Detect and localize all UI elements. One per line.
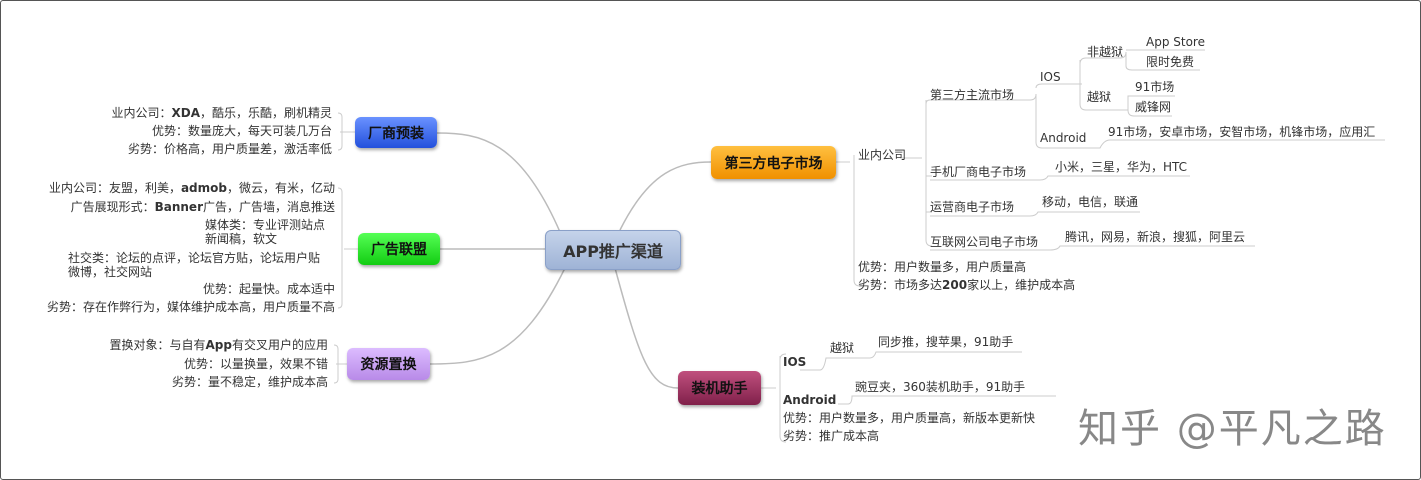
installer-pro: 优势：用户数量多，用户质量高，新版本更新快 <box>783 411 1036 425</box>
market-oem-list: 小米，三星，华为，HTC <box>1055 160 1188 174</box>
watermark: 知乎 @平凡之路 <box>1078 406 1387 452</box>
swap-item: 优势：以量换量，效果不错 <box>183 357 328 371</box>
branch-third-party-market[interactable]: 第三方电子市场 <box>711 146 836 179</box>
installer-ios: IOS <box>783 355 807 369</box>
branch-installer[interactable]: 装机助手 <box>678 371 761 405</box>
oem-item: 劣势：价格高，用户质量差，激活率低 <box>127 142 332 156</box>
market-con: 劣势：市场多达200家以上，维护成本高 <box>858 278 1076 292</box>
market-android-list: 91市场，安卓市场，安智市场，机锋市场，应用汇 <box>1108 125 1376 139</box>
adnet-item: 社交类：论坛的点评，论坛官方贴，论坛用户贴 <box>68 251 321 265</box>
market-company: 业内公司 <box>858 148 907 162</box>
installer-android: Android <box>783 393 837 407</box>
branch-ad-network[interactable]: 广告联盟 <box>358 233 440 265</box>
adnet-item: 优势：起量快。成本适中 <box>202 282 335 296</box>
market-pro: 优势：用户数量多，用户质量高 <box>858 260 1027 274</box>
branch-oem-preinstall[interactable]: 厂商预装 <box>355 117 437 148</box>
swap-item: 置换对象：与自有App有交叉用户的应用 <box>109 338 329 352</box>
market-free: 限时免费 <box>1146 55 1195 69</box>
installer-con: 劣势：推广成本高 <box>783 429 880 443</box>
market-weifeng: 威锋网 <box>1135 100 1172 114</box>
central-topic[interactable]: APP推广渠道 <box>545 230 681 270</box>
adnet-item: 微博，社交网站 <box>68 265 153 279</box>
adnet-item: 新闻稿，软文 <box>205 232 278 246</box>
market-ios: IOS <box>1040 70 1061 84</box>
market-internet: 互联网公司电子市场 <box>930 235 1039 249</box>
market-nonjb: 非越狱 <box>1087 45 1124 59</box>
market-internet-list: 腾讯，网易，新浪，搜狐，阿里云 <box>1065 230 1246 244</box>
installer-jb-list: 同步推，搜苹果，91助手 <box>878 335 1014 349</box>
branch-resource-swap[interactable]: 资源置换 <box>347 348 430 380</box>
market-carrier: 运营商电子市场 <box>930 200 1015 214</box>
market-mainstream: 第三方主流市场 <box>930 88 1015 102</box>
market-appstore: App Store <box>1146 35 1205 49</box>
installer-jb: 越狱 <box>830 341 855 355</box>
adnet-item: 劣势：存在作弊行为，媒体维护成本高，用户质量不高 <box>46 300 335 314</box>
market-android: Android <box>1040 131 1087 145</box>
market-91: 91市场 <box>1135 80 1175 94</box>
oem-item: 业内公司：XDA，酷乐，乐酷，刷机精灵 <box>111 106 332 120</box>
market-jb: 越狱 <box>1087 90 1112 104</box>
adnet-item: 广告展现形式：Banner广告，广告墙，消息推送 <box>70 200 335 214</box>
market-oem: 手机厂商电子市场 <box>930 165 1027 179</box>
installer-android-list: 豌豆夹，360装机助手，91助手 <box>855 380 1026 394</box>
adnet-item: 媒体类：专业评测站点 <box>205 218 326 232</box>
oem-item: 优势：数量庞大，每天可装几万台 <box>151 124 332 138</box>
swap-item: 劣势：量不稳定，维护成本高 <box>171 375 328 389</box>
adnet-item: 业内公司：友盟，利美，admob，微云，有米，亿动 <box>48 181 335 195</box>
market-carrier-list: 移动，电信，联通 <box>1042 195 1139 209</box>
